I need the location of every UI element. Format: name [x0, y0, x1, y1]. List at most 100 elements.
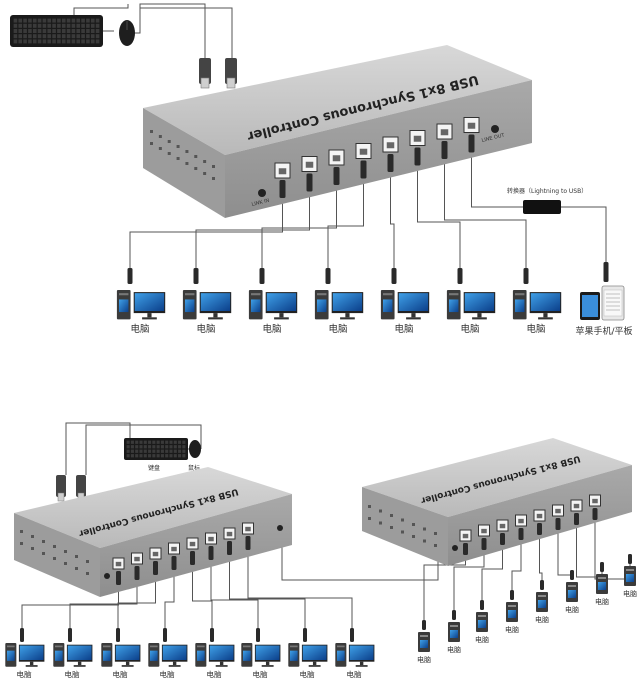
top-port-4 [355, 143, 372, 159]
top-computer-7: 电脑 [512, 290, 562, 335]
br-cable-plug-3 [500, 533, 505, 545]
top-cable-plug-1 [279, 180, 286, 198]
br-cable-plug-5 [537, 523, 542, 535]
line-out-label: LINE OUT [481, 132, 506, 144]
br-computer-2-label: 电脑 [447, 645, 461, 654]
mouse-icon [189, 440, 201, 458]
lightning-adapter: 转换器（Lightning to USB） [507, 187, 587, 214]
bl-computer-5: 电脑 [195, 643, 235, 679]
bl-computer-1-label: 电脑 [16, 669, 32, 679]
adapter-label: 转换器（Lightning to USB） [507, 187, 587, 195]
bl-port-5 [186, 537, 199, 550]
br-computer-3-label: 电脑 [475, 635, 489, 644]
bl-cable-plug-2 [134, 566, 140, 580]
bl-computer-6-label: 电脑 [252, 669, 268, 679]
top-cable-plug-7 [441, 141, 448, 159]
bl-computer-2: 电脑 [53, 643, 93, 679]
top-port-row [274, 117, 480, 179]
top-computer-1-label: 电脑 [131, 323, 150, 335]
top-port-3 [328, 149, 345, 166]
br-computer-4: 电脑 [505, 602, 519, 634]
br-computer-8-label: 电脑 [623, 589, 637, 598]
bottom-left-port-row [112, 522, 254, 570]
top-device-plug-5 [391, 268, 397, 284]
top-cable-plug-4 [360, 160, 367, 179]
br-device-plug-7 [600, 562, 604, 572]
adapter-plug [603, 262, 609, 282]
top-computer-2-label: 电脑 [197, 323, 216, 335]
br-computer-3: 电脑 [475, 612, 489, 644]
top-computer-5-label: 电脑 [395, 323, 414, 335]
top-device-plug-6 [457, 268, 463, 284]
br-computer-1-label: 电脑 [417, 655, 431, 664]
top-computer-4-label: 电脑 [329, 323, 348, 335]
br-port-3 [496, 519, 509, 532]
keyboard-label: 键盘 [148, 464, 160, 472]
bl-computer-7-label: 电脑 [299, 669, 315, 679]
top-device-plug-1 [127, 268, 133, 284]
usb-plug-icon [225, 58, 237, 89]
top-cable-plug-2 [306, 173, 313, 192]
keyboard-icon [124, 438, 188, 460]
br-cable-plug-8 [592, 508, 598, 520]
top-computer-5: 电脑 [380, 290, 430, 335]
bottom-left-device-row: 电脑电脑电脑电脑电脑电脑电脑电脑 [5, 643, 375, 679]
br-computer-6: 电脑 [565, 582, 579, 614]
br-computer-4-label: 电脑 [505, 625, 519, 634]
bl-device-plug-6 [256, 628, 260, 642]
br-port-7 [570, 499, 583, 512]
top-computer-6-label: 电脑 [461, 323, 480, 335]
bl-computer-8-label: 电脑 [346, 669, 362, 679]
link-in-label: LINK IN [251, 198, 270, 208]
keyboard-icon [10, 15, 103, 47]
bl-computer-8: 电脑 [335, 643, 375, 679]
br-computer-5-label: 电脑 [535, 615, 549, 624]
br-device-plug-3 [480, 600, 484, 610]
bl-port-7 [223, 527, 236, 540]
top-computer-4: 电脑 [314, 290, 364, 335]
br-device-plug-5 [540, 580, 544, 590]
br-device-plug-1 [422, 620, 426, 630]
br-port-5 [533, 509, 546, 522]
top-cable-plug-3 [333, 167, 340, 185]
bl-port-3 [149, 547, 162, 560]
bl-device-plug-3 [116, 628, 120, 642]
br-port-4 [515, 514, 527, 527]
bl-computer-7: 电脑 [288, 643, 328, 679]
mouse-label: 鼠标 [188, 464, 200, 472]
bl-cable-plug-4 [171, 556, 177, 570]
top-computer-7-label: 电脑 [527, 323, 546, 335]
usb-plug-icon [199, 58, 211, 89]
br-device-plug-2 [452, 610, 456, 620]
mouse-icon [119, 20, 135, 46]
br-cable-plug-7 [574, 513, 579, 525]
bl-device-plug-8 [350, 628, 354, 642]
br-device-plug-6 [570, 570, 574, 580]
bl-port-8 [242, 522, 254, 535]
br-computer-6-label: 电脑 [565, 605, 579, 614]
bl-device-plug-7 [303, 628, 307, 642]
bl-device-plug-1 [20, 628, 24, 642]
bl-cable-plug-1 [116, 571, 121, 585]
link-in-jack [258, 189, 266, 197]
top-cable-plug-8 [468, 134, 475, 153]
top-tablet-label: 苹果手机/平板 [575, 325, 632, 337]
bl-cable-plug-8 [245, 536, 251, 550]
br-port-2 [478, 524, 490, 537]
bl-device-plug-5 [210, 628, 214, 642]
br-computer-7-label: 电脑 [595, 597, 609, 606]
br-cable-plug-6 [555, 518, 561, 530]
bottom-right-controller: USB 8x1 Synchronous Controller [362, 438, 632, 566]
br-cable-plug-1 [463, 543, 468, 555]
br-device-plug-4 [510, 590, 514, 600]
top-computer-6: 电脑 [446, 290, 496, 335]
bl-computer-4: 电脑 [148, 643, 188, 679]
bl-computer-2-label: 电脑 [64, 669, 80, 679]
bl-computer-3-label: 电脑 [112, 669, 128, 679]
bl-computer-6: 电脑 [241, 643, 281, 679]
top-computer-2: 电脑 [182, 290, 232, 335]
bl-port-6 [205, 532, 217, 545]
br-port-8 [589, 494, 601, 507]
